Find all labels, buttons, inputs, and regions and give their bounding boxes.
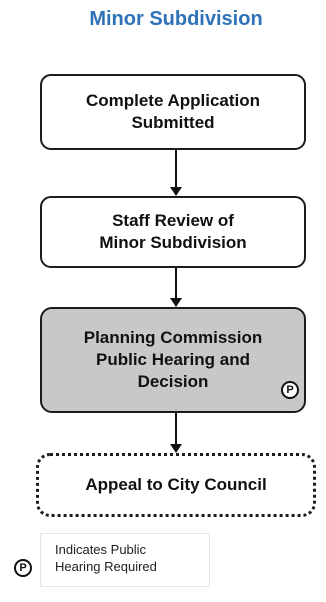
legend-public-hearing-icon: P (14, 559, 32, 577)
arrow-connector (170, 413, 182, 453)
arrow-connector (170, 268, 182, 307)
step-complete-application: Complete Application Submitted (40, 74, 306, 150)
step-label: Planning Commission Public Hearing and D… (83, 328, 263, 391)
step-planning-commission: Planning Commission Public Hearing and D… (40, 307, 306, 413)
arrow-connector (170, 150, 182, 196)
step-label: Complete Application Submitted (85, 91, 261, 132)
step-staff-review: Staff Review of Minor Subdivision (40, 196, 306, 268)
public-hearing-icon: P (281, 381, 299, 399)
step-label: Appeal to City Council (85, 475, 267, 494)
diagram-title: Minor Subdivision (89, 8, 263, 30)
arrow-down-icon (170, 187, 182, 196)
arrow-down-icon (170, 444, 182, 453)
step-label: Staff Review of Minor Subdivision (99, 211, 247, 252)
arrow-down-icon (170, 298, 182, 307)
step-appeal-city-council: Appeal to City Council (36, 453, 316, 517)
legend-text: Indicates Public Hearing Required (40, 533, 210, 587)
